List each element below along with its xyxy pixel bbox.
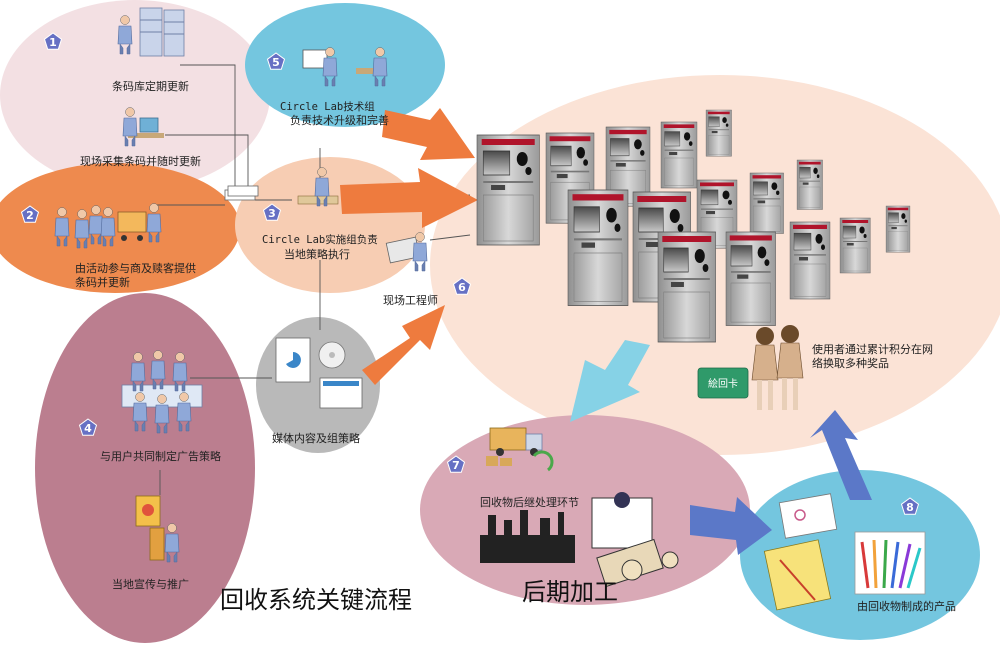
barcode-db-label: 条码库定期更新 xyxy=(112,79,189,93)
impl-team-label-line2: 当地策略执行 xyxy=(284,247,350,261)
server-rack-icon xyxy=(139,7,185,57)
svg-text:3: 3 xyxy=(268,207,276,220)
step-badge-8: 8 xyxy=(901,497,919,515)
kiosk xyxy=(725,231,777,326)
users-girls-icon xyxy=(751,325,804,410)
impl-team-bubble xyxy=(235,157,425,293)
campaign-label-line2: 条码并更新 xyxy=(75,275,130,289)
media-label: 媒体内容及组策略 xyxy=(272,431,360,445)
step-badge-3: 3 xyxy=(263,203,281,221)
factory-icon xyxy=(480,510,575,563)
media-content-icon xyxy=(275,337,363,409)
page-title: 回收系统关键流程 xyxy=(220,586,412,614)
svg-text:8: 8 xyxy=(906,501,914,514)
post-processing-title: 后期加工 xyxy=(522,578,618,606)
local-promo-label: 当地宣传与推广 xyxy=(112,577,189,591)
arrow-kiosks-to-post xyxy=(570,340,650,422)
svg-text:7: 7 xyxy=(452,459,460,472)
step-badge-2: 2 xyxy=(21,205,39,223)
step-badge-1: 1 xyxy=(44,32,62,50)
reward-card-icon xyxy=(697,367,749,399)
kiosk xyxy=(749,172,784,234)
sketch-paper-icon xyxy=(778,493,838,539)
field-engineer-label: 现场工程师 xyxy=(383,293,438,307)
arrow-impl-to-kiosks xyxy=(340,168,478,228)
arrow-media-to-kiosks xyxy=(362,305,445,385)
tech-team-icon xyxy=(302,47,388,87)
barcode-bubble xyxy=(0,0,270,190)
flow-arrows xyxy=(340,108,872,555)
impl-team-icon xyxy=(297,167,339,207)
kiosk xyxy=(796,159,823,210)
campaign-label-line1: 由活动参与商及赎客提供 xyxy=(75,261,196,275)
kiosk xyxy=(657,231,717,343)
step-badge-5: 5 xyxy=(267,52,285,70)
svg-text:2: 2 xyxy=(26,209,34,222)
field-collect-label: 现场采集条码并随时更新 xyxy=(80,154,201,168)
svg-text:6: 6 xyxy=(458,281,466,294)
svg-text:4: 4 xyxy=(84,422,92,435)
products-label: 由回收物制成的产品 xyxy=(857,599,956,613)
color-pencils-icon xyxy=(854,531,926,595)
field-engineer-icon xyxy=(385,232,428,272)
kiosk xyxy=(476,134,540,246)
tech-team-label-line1: Circle Lab技术组 xyxy=(280,100,375,113)
svg-text:5: 5 xyxy=(272,56,280,69)
document-stack-icon xyxy=(224,185,259,201)
post-process-label: 回收物后继处理环节 xyxy=(480,495,579,509)
processing-worker-icon xyxy=(591,492,679,588)
impl-team-label-line1: Circle Lab实施组负责 xyxy=(262,233,378,246)
presentation-icon xyxy=(135,495,180,563)
meeting-table-icon xyxy=(121,350,203,434)
step-badge-6: 6 xyxy=(453,277,471,295)
step-badge-7: 7 xyxy=(447,455,465,473)
ad-strategy-label: 与用户共同制定广告策略 xyxy=(100,449,221,463)
tech-team-label-line2: 负责技术升级和完善 xyxy=(290,113,389,127)
arrow-post-to-products xyxy=(690,497,772,555)
notepad-icon xyxy=(763,539,832,611)
kiosk xyxy=(789,221,831,300)
workstation-icon xyxy=(128,117,164,138)
kiosk xyxy=(705,109,732,157)
shoppers-group-icon xyxy=(54,203,162,249)
recycle-truck-icon xyxy=(486,427,554,472)
svg-text:1: 1 xyxy=(49,36,57,49)
kiosk xyxy=(660,121,698,189)
tech-team-bubble xyxy=(245,3,445,127)
kiosk xyxy=(885,205,911,253)
kiosk xyxy=(567,189,629,307)
arrow-tech-to-kiosks xyxy=(382,108,475,160)
users-label-line2: 络换取多种奖品 xyxy=(812,356,889,370)
arrow-products-to-users xyxy=(810,410,872,500)
step-badge-4: 4 xyxy=(79,418,97,436)
reward-card-text: 絵回卡 xyxy=(708,377,738,390)
ad-strategy-bubble xyxy=(35,293,255,643)
kiosk xyxy=(839,217,871,274)
users-label-line1: 使用者通过累计积分在网 xyxy=(812,343,933,356)
